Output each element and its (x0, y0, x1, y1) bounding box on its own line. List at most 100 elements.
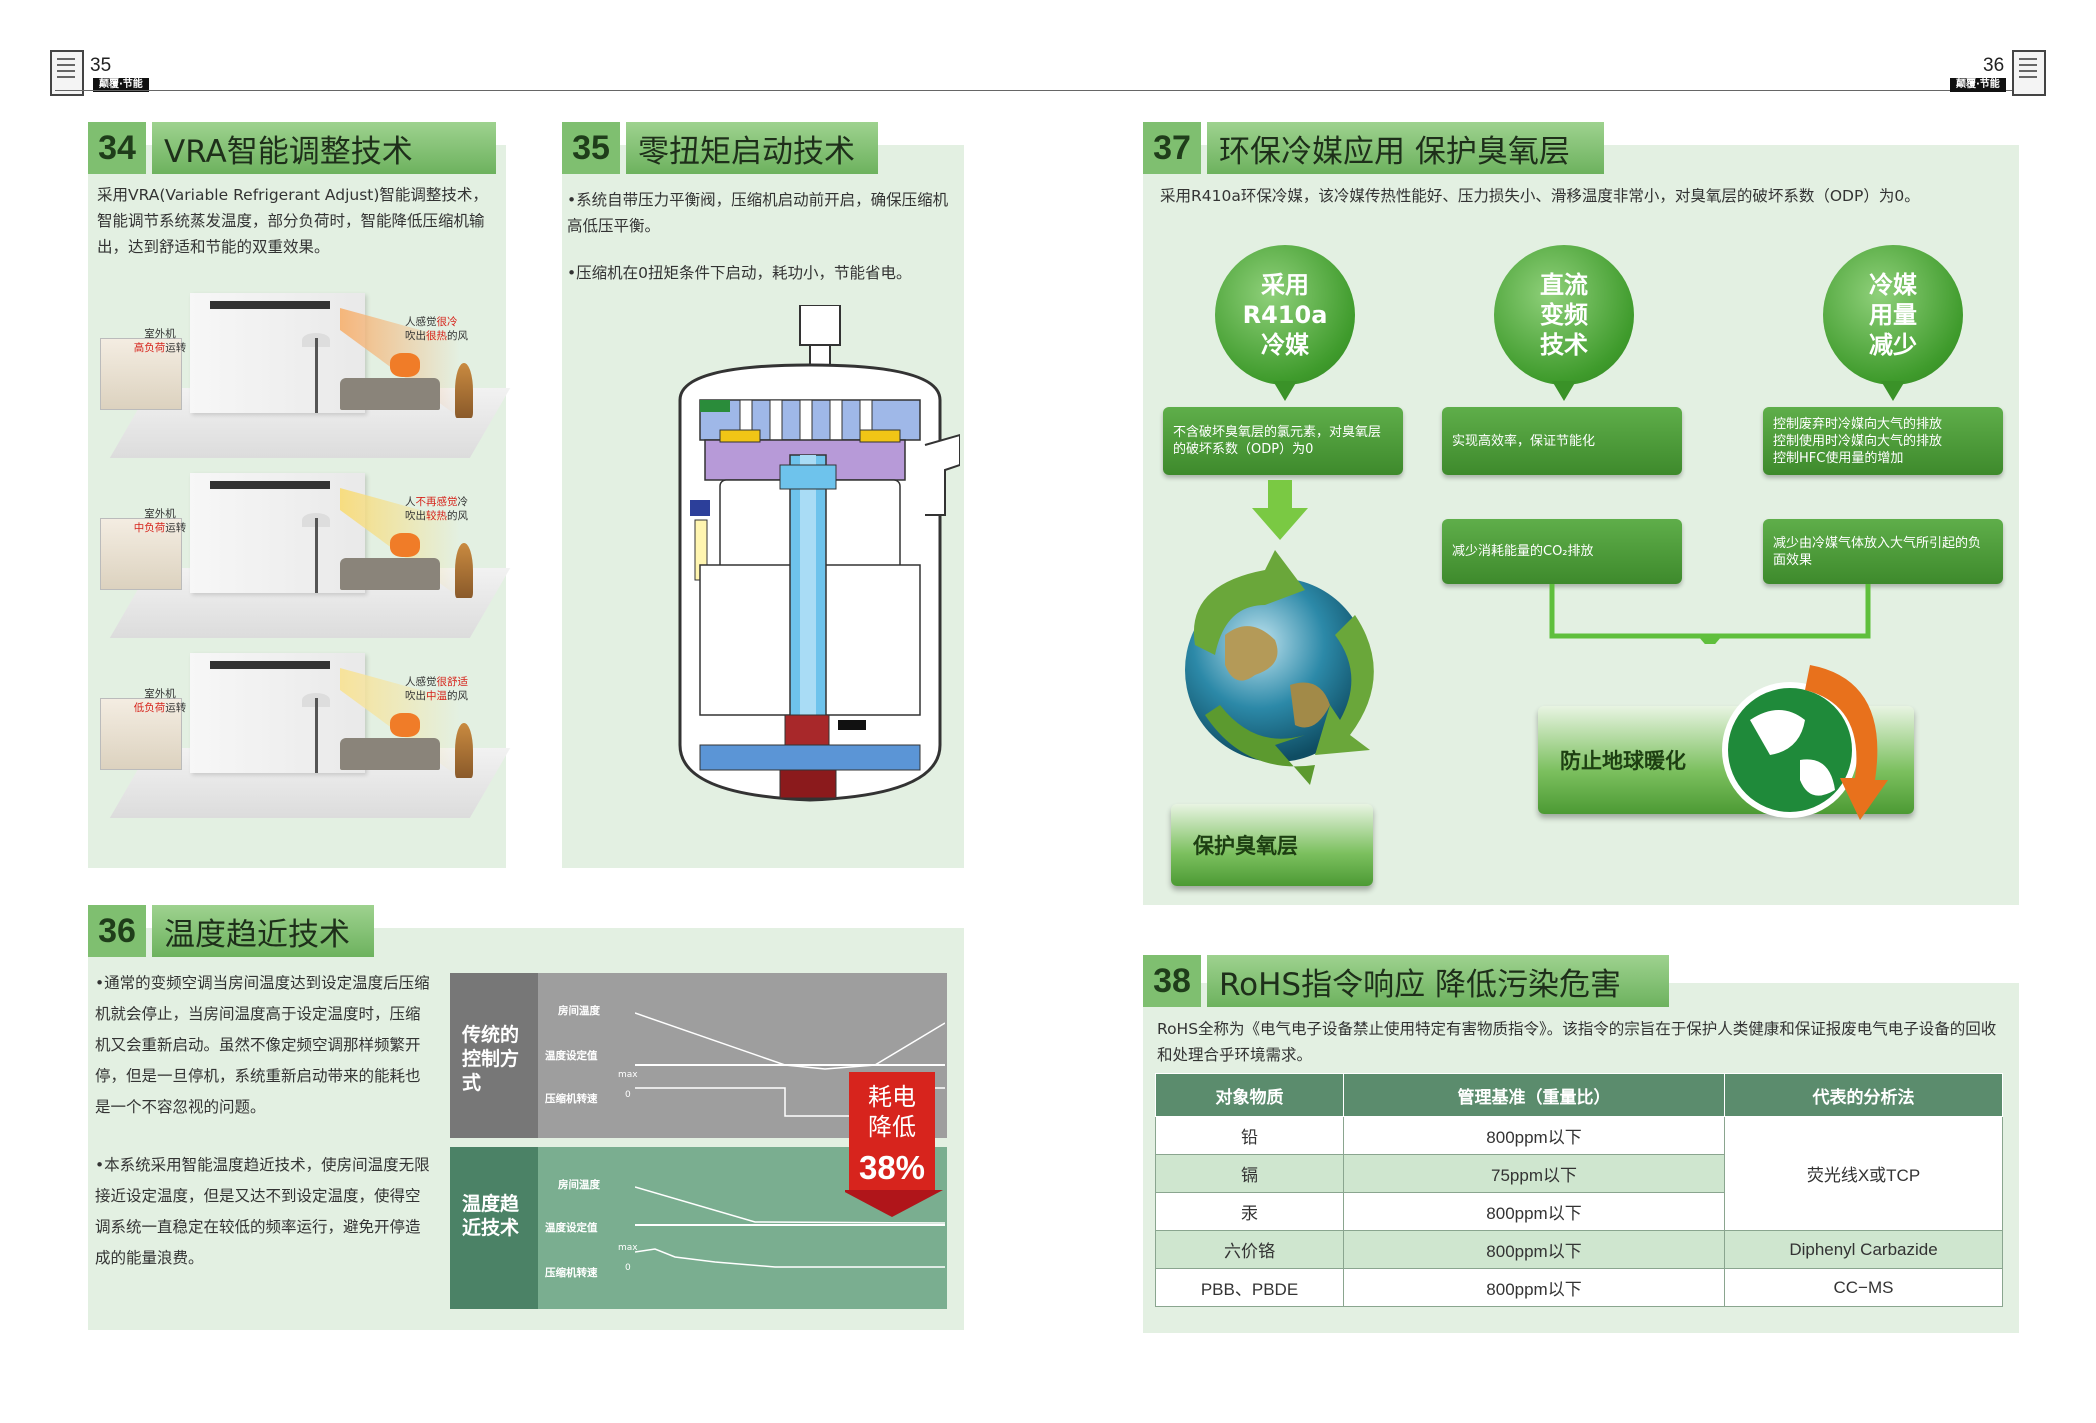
air-line: 吹出中温的风 (405, 689, 468, 703)
unit-label-2: 低负荷运转 (130, 701, 190, 715)
outdoor-unit-label: 室外机低负荷运转 (130, 687, 190, 715)
table-cell: 六价铬 (1155, 1230, 1344, 1269)
t6: 的风 (447, 510, 468, 522)
book-icon (2012, 50, 2046, 96)
outdoor-unit-label: 室外机中负荷运转 (130, 507, 190, 535)
box-reduce-co2: 减少消耗能量的CO₂排放 (1442, 519, 1682, 584)
lamp-pole (315, 338, 318, 413)
protect-ozone-button: 保护臭氧层 (1171, 804, 1373, 886)
table-row: PBB、PBDE 800ppm以下 CC−MS (1155, 1268, 2003, 1307)
t6: 的风 (447, 690, 468, 702)
person-icon (390, 353, 420, 377)
person-icon (390, 533, 420, 557)
section-37-text: 采用R410a环保冷媒，该冷媒传热性能好、压力损失小、滑移温度非常小，对臭氧层的… (1160, 187, 1920, 205)
unit-label-2: 中负荷运转 (130, 521, 190, 535)
row-label: 压缩机转速 (545, 1267, 598, 1279)
outdoor-unit (100, 698, 182, 770)
table-cell: PBB、PBDE (1155, 1268, 1344, 1307)
unit-label-1: 室外机 (144, 328, 176, 340)
t2: 很舒适 (436, 676, 469, 688)
button-label: 保护臭氧层 (1193, 834, 1298, 858)
feeling-line: 人不再感觉冷 (405, 495, 468, 509)
section-title: VRA智能调整技术 (152, 122, 496, 174)
section-title: 零扭矩启动技术 (626, 122, 878, 174)
t3: 冷 (457, 496, 469, 508)
t4: 吹出 (405, 690, 426, 702)
table-cell: 800ppm以下 (1343, 1192, 1725, 1231)
button-label: 防止地球暖化 (1560, 749, 1686, 773)
lamp-pole (315, 518, 318, 593)
outdoor-unit-label: 室外机高负荷运转 (130, 327, 190, 355)
wall (190, 473, 365, 593)
t1: 人 (405, 496, 416, 508)
badge-line-1: 耗电 (868, 1083, 916, 1111)
row-label: 压缩机转速 (545, 1093, 598, 1105)
row-label: 温度设定值 (545, 1050, 598, 1062)
table-row: 汞 800ppm以下 (1155, 1192, 2003, 1231)
section-number: 36 (88, 905, 146, 957)
circle-r410a: 采用 R410a 冷媒 (1215, 245, 1355, 401)
rohs-table: 对象物质 管理基准（重量比） 代表的分析法 铅 800ppm以下 荧光线X或TC… (1155, 1073, 2003, 1307)
max-label: max (618, 1243, 638, 1253)
badge-percent: 38% (858, 1149, 926, 1186)
outdoor-unit (100, 518, 182, 590)
table-cell: 荧光线X或TCP (1724, 1116, 2003, 1231)
wall (190, 293, 365, 413)
table-header: 管理基准（重量比） (1343, 1073, 1725, 1117)
section-36-bullet-1: •通常的变频空调当房间温度达到设定温度后压缩机就会停止，当房间温度高于设定温度时… (95, 974, 430, 1116)
t1: 人感觉 (405, 676, 437, 688)
chart-side-label: 温度趋近技术 (462, 1193, 520, 1239)
page-number-right: 36 (1983, 55, 2005, 76)
plant-icon (455, 723, 473, 778)
sofa (340, 738, 440, 770)
feeling-line: 人感觉很冷 (405, 315, 468, 329)
wall (190, 653, 365, 773)
circle-dc-inverter: 直流 变频 技术 (1494, 245, 1634, 401)
section-number: 34 (88, 122, 146, 174)
table-header: 对象物质 (1155, 1073, 1344, 1117)
section-number: 35 (562, 122, 620, 174)
t5: 中温 (426, 690, 447, 702)
section-34-text: 采用VRA(Variable Refrigerant Adjust)智能调整技术… (97, 186, 488, 256)
box-high-efficiency: 实现高效率，保证节能化 (1442, 407, 1682, 475)
table-cell: 汞 (1155, 1192, 1344, 1231)
zero-label: 0 (625, 1090, 631, 1100)
person-feeling-label: 人感觉很冷吹出很热的风 (405, 315, 468, 343)
section-35-bullet-2: •压缩机在0扭矩条件下启动，耗功小，节能省电。 (567, 264, 912, 282)
savings-badge (845, 1072, 943, 1217)
air-line: 吹出很热的风 (405, 329, 468, 343)
vra-scene (100, 293, 511, 458)
compressor-diagram (678, 305, 960, 802)
section-title: RoHS指令响应 降低污染危害 (1207, 955, 1669, 1007)
page-number-left: 35 (90, 55, 112, 76)
person-feeling-label: 人不再感觉冷吹出较热的风 (405, 495, 468, 523)
badge-line-2: 降低 (868, 1113, 916, 1141)
box-control-emission: 控制废弃时冷媒向大气的排放 控制使用时冷媒向大气的排放 控制HFC使用量的增加 (1763, 407, 2003, 475)
unit-label-2: 高负荷运转 (130, 341, 190, 355)
unit-suffix: 运转 (165, 522, 187, 534)
sofa (340, 378, 440, 410)
zero-label: 0 (625, 1263, 631, 1273)
sofa (340, 558, 440, 590)
person-icon (390, 713, 420, 737)
table-cell: 铅 (1155, 1116, 1344, 1155)
section-35-bullet-1: •系统自带压力平衡阀，压缩机启动前开启，确保压缩机高低压平衡。 (567, 191, 949, 235)
unit-suffix: 运转 (165, 342, 187, 354)
connector-lines (1549, 584, 1871, 644)
t2: 不再感觉 (415, 496, 458, 508)
t6: 的风 (447, 330, 468, 342)
feeling-line: 人感觉很舒适 (405, 675, 468, 689)
person-feeling-label: 人感觉很舒适吹出中温的风 (405, 675, 468, 703)
t5: 较热 (426, 510, 447, 522)
section-number: 38 (1143, 955, 1201, 1007)
earth-arrow-icon (1722, 665, 1888, 820)
table-cell: CC−MS (1724, 1268, 2003, 1307)
section-36-heading: 36 温度趋近技术 (88, 905, 374, 957)
t2: 很冷 (436, 316, 458, 328)
table-cell: 800ppm以下 (1343, 1116, 1725, 1155)
row-label: 房间温度 (558, 1005, 600, 1017)
table-cell: 800ppm以下 (1343, 1268, 1725, 1307)
vra-scene (100, 653, 511, 818)
section-35-heading: 35 零扭矩启动技术 (562, 122, 878, 174)
lamp-pole (315, 698, 318, 773)
